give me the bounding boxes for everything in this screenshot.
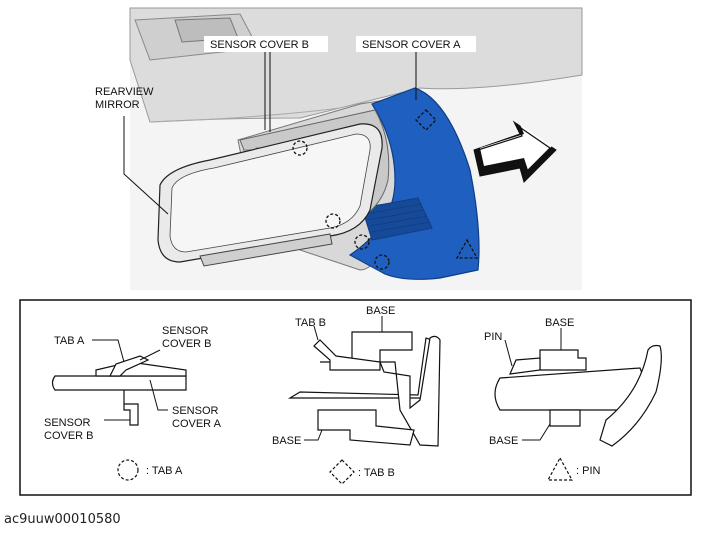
tab-a-marker-3 — [354, 234, 370, 250]
leader-detail-a-tab-a — [92, 339, 125, 363]
detail-b-label-base-bottom: BASE — [272, 435, 301, 447]
detail-a-label-cover-a-1: SENSOR — [172, 405, 219, 417]
label-rearview-mirror-line2: MIRROR — [95, 99, 140, 111]
legend: : TAB A : TAB B : PIN — [117, 456, 601, 485]
detail-a-label-tab-a: TAB A — [54, 335, 85, 347]
removal-arrow-front — [477, 124, 551, 174]
detail-c-label-base-bottom: BASE — [489, 435, 518, 447]
tab-a-markers — [292, 140, 390, 270]
detail-a-cover-b-tail — [123, 390, 139, 426]
sensor-cover-a-vents — [361, 197, 433, 241]
mirror-illustration: SENSOR COVER B SENSOR COVER A REARVIEW M… — [95, 7, 583, 290]
pin-marker — [455, 238, 479, 259]
detail-a-label-cover-b-1: SENSOR — [162, 325, 209, 337]
legend-tab-a-label: : TAB A — [146, 465, 183, 477]
leader-detail-b-tab-b — [313, 325, 319, 341]
legend-pin-label: : PIN — [576, 465, 601, 477]
detail-b-label-tab-b: TAB B — [295, 317, 326, 329]
detail-c-pin — [509, 357, 541, 375]
mirror-lower-edge — [199, 233, 333, 267]
detail-b-cover-shell — [320, 335, 441, 447]
detail-a-label-cover-b-bot-1: SENSOR — [44, 417, 91, 429]
tab-a-marker-1 — [292, 140, 308, 156]
tab-b-marker — [415, 109, 437, 131]
label-bg-sensor-cover-b — [204, 36, 328, 52]
detail-c-label-base-top: BASE — [545, 317, 574, 329]
detail-c-cover-shell — [599, 344, 662, 447]
detail-tab-a: TAB A SENSOR COVER B SENSOR COVER A SENS… — [44, 325, 222, 442]
legend-tab-a-icon — [117, 459, 139, 481]
trim-line — [149, 107, 341, 123]
leader-detail-c-pin — [504, 339, 513, 367]
removal-arrow-highlight — [480, 124, 552, 170]
leader-detail-a-cover-a — [149, 379, 168, 411]
tab-a-marker-4 — [374, 254, 390, 270]
detail-c-label-pin: PIN — [484, 331, 502, 343]
leader-detail-c-base-bottom — [522, 423, 551, 441]
leader-detail-b-base-bottom — [304, 429, 323, 441]
label-sensor-cover-b: SENSOR COVER B — [210, 39, 309, 51]
label-sensor-cover-a: SENSOR COVER A — [362, 39, 461, 51]
detail-b-label-base-top: BASE — [366, 305, 395, 317]
figure-id: ac9uuw00010580 — [4, 512, 121, 527]
detail-b-tab-b — [313, 339, 381, 371]
detail-a-leaders — [92, 339, 168, 421]
label-rearview-mirror-line1: REARVIEW — [95, 86, 154, 98]
detail-pin: PIN BASE BASE — [484, 317, 662, 447]
detail-tab-b: TAB B BASE BASE — [272, 305, 441, 447]
detail-c-base-lower — [549, 409, 581, 427]
rearview-mirror-rim — [169, 133, 371, 253]
vent-lines — [365, 203, 431, 233]
top-leader-lines — [123, 52, 417, 215]
legend-tab-b-label: : TAB B — [358, 467, 395, 479]
tab-a-marker-2 — [325, 213, 341, 229]
legend-pin-icon — [546, 456, 574, 481]
detail-b-base-lower — [317, 409, 415, 446]
leader-detail-a-cover-b-top — [139, 349, 161, 361]
detail-a-label-cover-b-2: COVER B — [162, 338, 212, 350]
detail-c-leaders — [504, 328, 562, 441]
detail-a-tab-a-hook — [109, 355, 150, 377]
label-bg-sensor-cover-a — [356, 36, 476, 52]
leader-rearview-mirror — [123, 116, 169, 215]
detail-b-leaders — [304, 316, 383, 441]
detail-a-label-cover-b-bot-2: COVER B — [44, 430, 94, 442]
legend-tab-b-icon — [329, 459, 355, 485]
detail-a-label-cover-a-2: COVER A — [172, 418, 222, 430]
detail-a-base-plate — [51, 375, 187, 391]
